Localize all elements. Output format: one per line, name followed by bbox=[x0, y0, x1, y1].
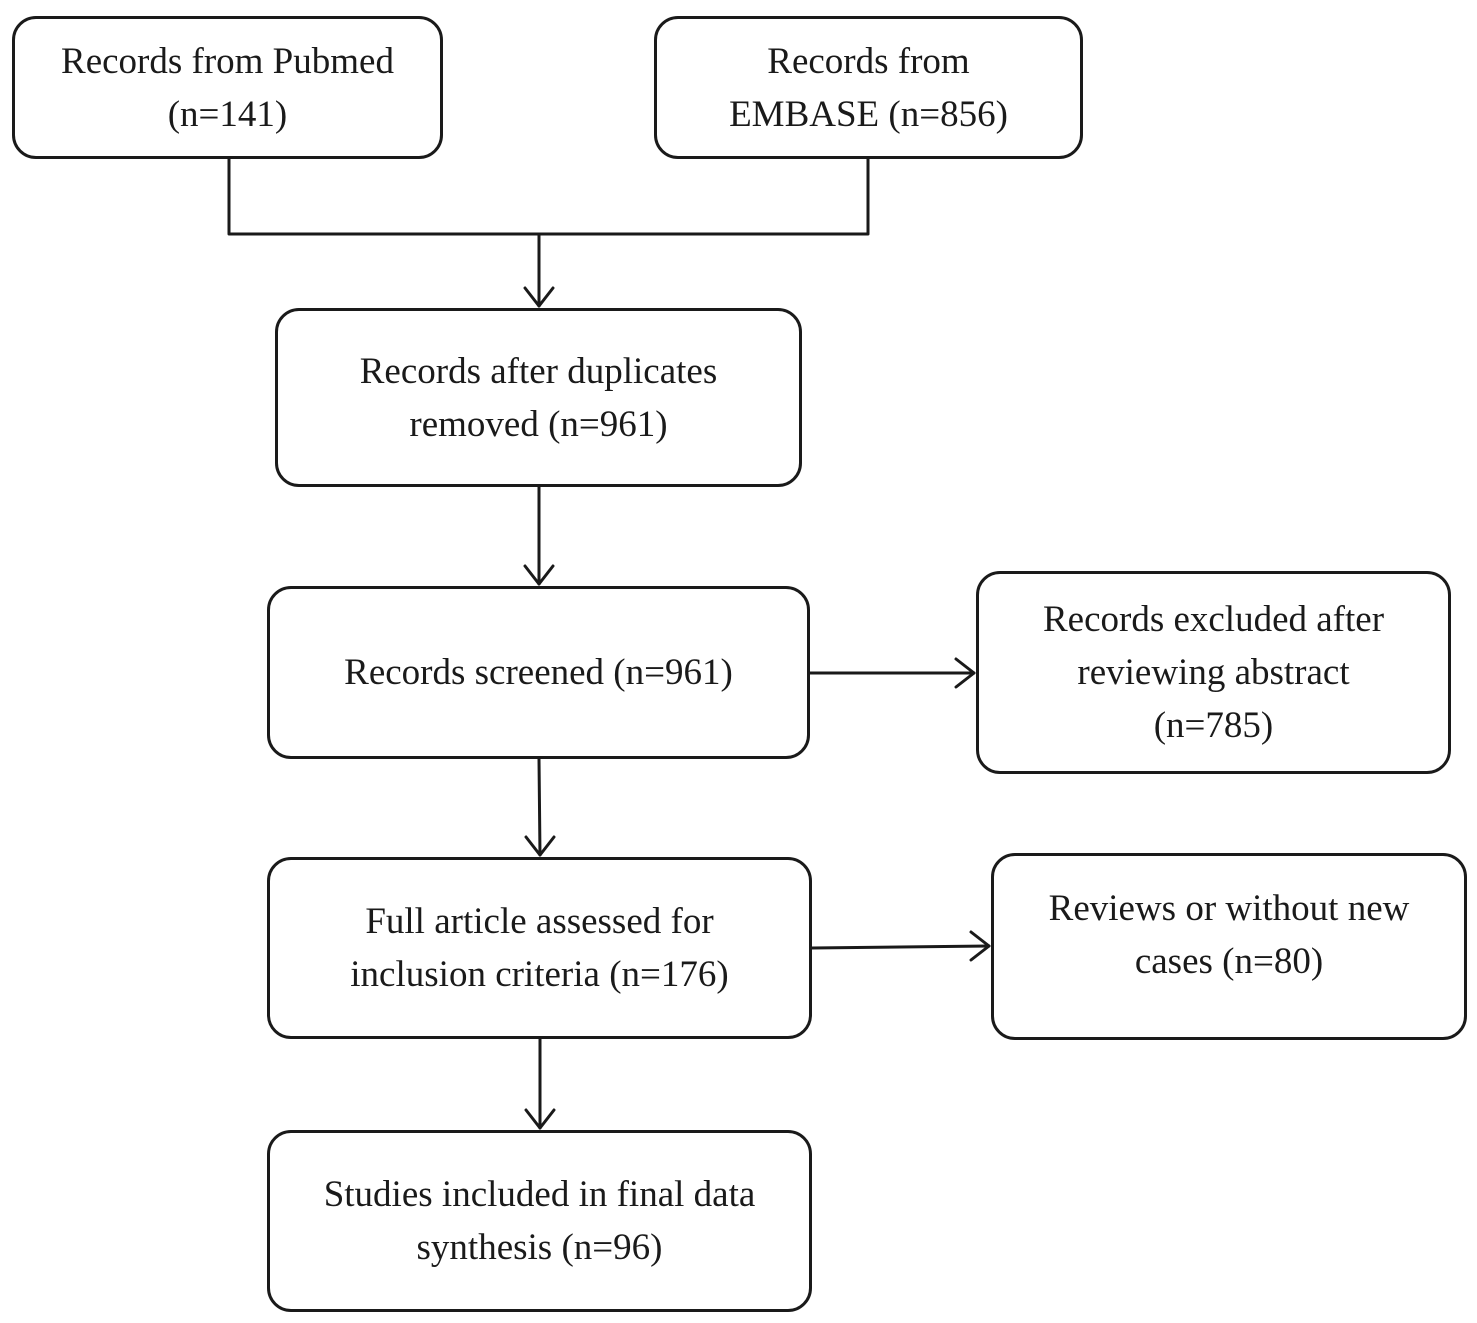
full-article-assessed-line2: inclusion criteria (n=176) bbox=[350, 954, 729, 995]
excluded-records-line3: (n=785) bbox=[1153, 705, 1274, 746]
arrow-screened-to-excluded-head bbox=[954, 657, 976, 689]
deduplicated-records-box: Records after duplicates removed (n=961) bbox=[275, 308, 802, 487]
reviews-excluded-box: Reviews or without new cases (n=80) bbox=[991, 853, 1467, 1040]
arrow-merge-to-dedup-head bbox=[523, 286, 555, 308]
full-article-assessed-line1: Full article assessed for bbox=[365, 901, 714, 942]
arrow-full-to-included-head bbox=[524, 1108, 556, 1130]
pubmed-records-box: Records from Pubmed (n=141) bbox=[12, 16, 443, 159]
arrow-dedup-to-screened-head bbox=[523, 564, 555, 586]
pubmed-records-line2: (n=141) bbox=[167, 93, 288, 135]
studies-included-line1: Studies included in final data bbox=[323, 1174, 756, 1215]
arrow-screened-to-full bbox=[537, 757, 542, 857]
deduplicated-records-line2: removed (n=961) bbox=[409, 403, 668, 445]
merge-connector bbox=[227, 157, 870, 236]
reviews-excluded-line1: Reviews or without new bbox=[1048, 888, 1410, 929]
excluded-records-line1: Records excluded after bbox=[1042, 599, 1385, 640]
full-article-assessed-box: Full article assessed for inclusion crit… bbox=[267, 857, 812, 1039]
embase-records-box: Records from EMBASE (n=856) bbox=[654, 16, 1083, 159]
reviews-excluded-line2: cases (n=80) bbox=[1134, 941, 1324, 982]
embase-records-line2: EMBASE (n=856) bbox=[729, 93, 1008, 135]
deduplicated-records-line1: Records after duplicates bbox=[359, 350, 718, 392]
pubmed-records-line1: Records from Pubmed bbox=[61, 40, 394, 82]
studies-included-line2: synthesis (n=96) bbox=[416, 1227, 663, 1268]
arrow-full-to-reviews-head bbox=[969, 930, 991, 962]
studies-included-box: Studies included in final data synthesis… bbox=[267, 1130, 812, 1312]
embase-records-line1: Records from bbox=[767, 40, 970, 82]
arrow-full-to-reviews bbox=[810, 944, 991, 950]
excluded-records-box: Records excluded after reviewing abstrac… bbox=[976, 571, 1451, 774]
screened-records-box: Records screened (n=961) bbox=[267, 586, 810, 759]
screened-records-line1: Records screened (n=961) bbox=[344, 652, 733, 693]
excluded-records-line2: reviewing abstract bbox=[1077, 652, 1350, 693]
arrow-screened-to-full-head bbox=[524, 835, 556, 857]
